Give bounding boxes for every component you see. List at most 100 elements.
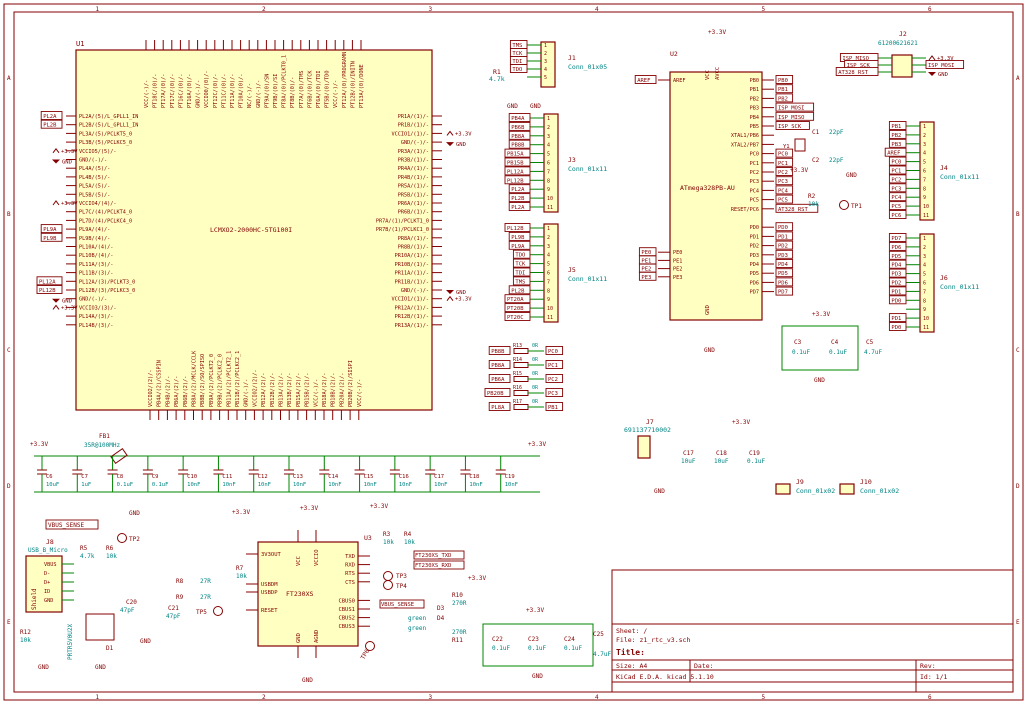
u1-left-pin-label: PL11A/(3)/- [79,262,113,268]
u1-left-pin-label: VCCIO3/(3)/- [79,305,116,311]
u2-right-net: PD4 [778,262,789,268]
j3-connector[interactable]: J3 Conn_01x11 1PB4A2PB6B3PB8A4PB8B5PB15A… [504,113,607,213]
j4-pins-net: PC1 [891,169,901,175]
j4-pins-net: PC6 [891,213,901,219]
j2-right-net-sym [928,55,936,61]
u1-left-net-sym [52,298,60,303]
u2-right-pin-label: PB4 [750,115,759,121]
j2-left-net: AT328_RST [838,70,868,76]
cap-value: 10nF [434,482,447,488]
j4-pins-net: PC2 [891,177,901,183]
u3-p33c: +3.3V [370,503,388,510]
cap-ref: C13 [293,474,303,480]
r4-value: 10k [404,539,415,546]
u1-right-pin-label: PR7B/(1)/PCLKC1_0 [376,227,429,233]
j5-pins-net: TDO [515,253,525,259]
cap-value: 10nF [187,482,200,488]
u3-usb-uart[interactable]: U3 FT230XS 3V3OUTUSBDMUSBDPRESETTXDRXDRT… [246,503,486,684]
tb-title: Title: [616,647,645,657]
tp5-ref: TP5 [196,609,207,616]
j5-pins-net: PL12B [507,226,524,232]
col-mark-top-6: 6 [928,6,932,13]
u3-bottom-pin-label: GND [296,633,302,643]
c23-ref: C23 [528,636,539,643]
r1-ref: R1 [493,68,501,76]
j6-pins: 1PD72PD63PD54PD45PD36PD27PD18PD0910PD111… [888,233,929,331]
u2-right-pin-label: PD1 [750,234,759,240]
u3-right-pin-label: CBUS1 [338,607,355,613]
u1-left-net: PL12B [39,288,56,294]
cap-value: 0.1uF [117,482,134,488]
u1-fpga[interactable]: U1 LCMXO2-2000HC-5TG100I PL2A/(5)/L_GPLL… [36,40,472,420]
u2-left-net: PE3 [641,275,651,281]
u2-right-net-box [775,259,794,268]
j3-pins-pin-num: 4 [547,143,550,149]
j1-pins-net: TDI [512,59,522,65]
u1-right-pin-label: PR5B/(1)/- [398,192,429,198]
u2-right-net: PC1 [778,161,788,167]
cap-ref: C12 [258,474,268,480]
u3-right-pin-label: RTS [345,571,355,577]
series-res-left-net: PB20B [487,391,504,397]
j4-connector[interactable]: J4 Conn_01x11 1PB12PB23PB34AREF5PC06PC17… [884,121,979,221]
u1-left-net-sym [52,200,60,206]
c3-value: 0.1uF [792,349,810,356]
series-res-value: 0R [532,399,539,405]
u1-left-net-box [40,119,63,129]
series-res-value: 0R [532,371,539,377]
j6-connector[interactable]: J6 Conn_01x11 1PD72PD63PD54PD45PD36PD27P… [888,233,979,333]
series-res-ref: R17 [513,399,522,405]
j6-pins-net: PD3 [891,272,901,278]
u2-right-net-box [775,185,794,195]
j4-pins-net: PB1 [891,124,901,130]
col-mark-bottom-6: 6 [928,694,932,701]
txd-label-box [413,550,465,560]
j3-pins-net-box [504,175,531,185]
tp1-ref: TP1 [851,203,862,210]
u3-body [257,541,359,647]
j6-pins-pin-num: 2 [923,245,926,251]
u2-avcc-pin: AVCC [715,67,721,80]
u3-right-pin-label: CBUS3 [338,624,355,630]
u1-right-pin-label: PR1B/(1)/- [398,123,429,129]
series-res-right-net-box [545,402,564,411]
decap-p33: +3.3V [812,311,830,318]
j5-pins-net-box [512,258,531,268]
j1-gnd2: GND [530,103,541,110]
tp2-pad [117,533,127,543]
u1-left-pin-label: PL7D/(4)/PCLKC4_0 [79,218,132,224]
c18-ref: C18 [716,450,727,457]
j4-pins-net: PB2 [891,133,901,139]
r5-value: 4.7k [80,553,95,560]
j2-isp[interactable]: J2 61200621621 ISP_MISOISP_SCKAT328_RST+… [835,30,965,78]
u2-left-pin-label: PE1 [673,258,682,264]
row-mark-right-B: B [1016,211,1020,218]
u1-top-pin-label: PT12A/(0)/PROGRAMN [342,52,348,108]
u1-top-pin-label: PT17A/(0)/- [161,74,167,108]
c22-ref: C22 [492,636,503,643]
r9-ref: R9 [176,594,184,601]
j3-pins-net-box [508,130,531,140]
u2-right-pin-label: PC0 [750,152,759,158]
col-mark-bottom-3: 3 [428,694,432,701]
j7-power-section[interactable]: J7 691137710002 GND +3.3V C17 10uF C18 1… [624,418,899,495]
u2-right-net: PC5 [778,198,788,204]
u1-bottom-pin-label: PB6B/(2)/- [183,376,189,407]
j8-ref: J8 [46,538,54,546]
cap-ref: C11 [222,474,232,480]
u2-right-net: PC4 [778,188,789,194]
col-mark-top-5: 5 [761,6,765,13]
u1-left-pin-label: PL11B/(3)/- [79,271,113,277]
cap-ref: C16 [399,474,409,480]
u2-left-net: PE1 [641,258,651,264]
r1-value: 4.7k [489,75,505,83]
col-mark-bottom-4: 4 [595,694,599,701]
u2-right-net-box [775,176,794,186]
cap-value: 10nF [469,482,482,488]
tb-sheet: Sheet: / [616,627,647,635]
j5-connector[interactable]: J5 Conn_01x11 1PL12B2PL9B3PL9A4TDO5TCK6T… [504,223,607,323]
